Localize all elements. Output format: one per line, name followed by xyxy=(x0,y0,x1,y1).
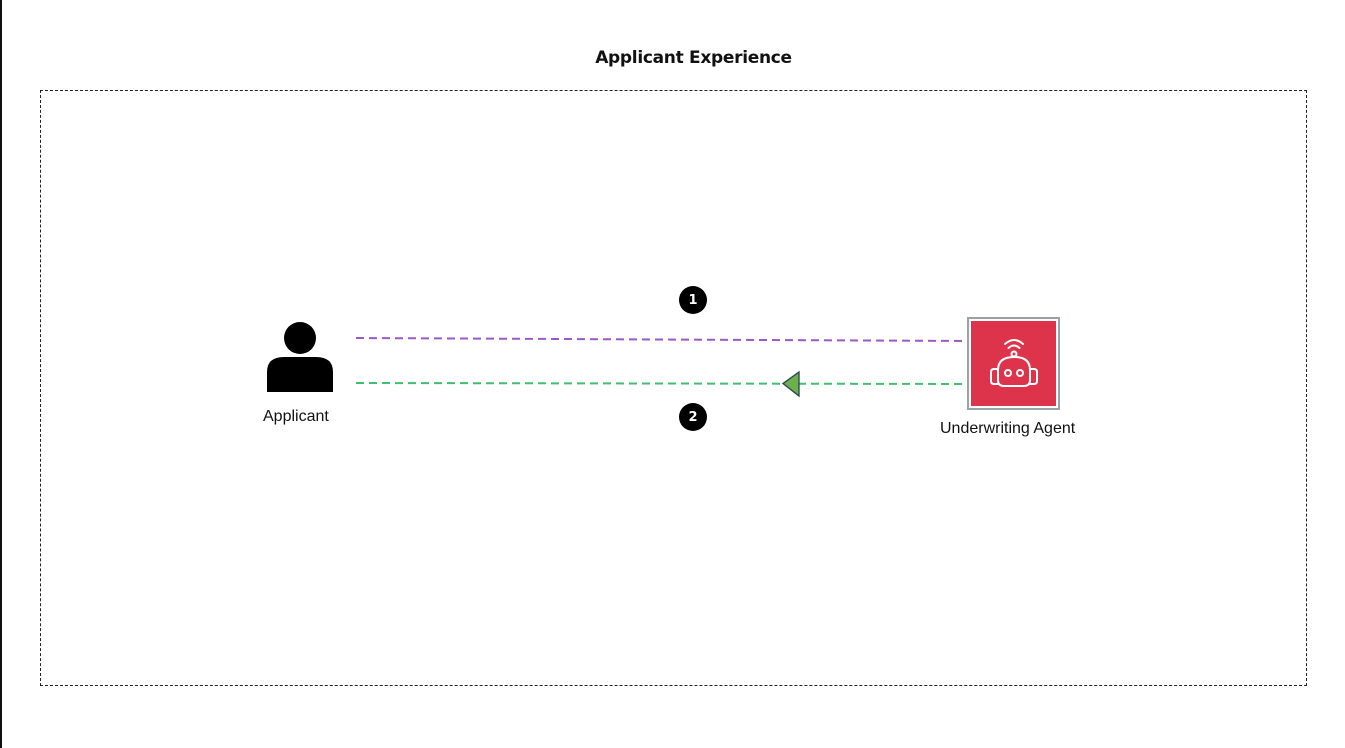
underwriting-agent-node[interactable] xyxy=(967,317,1060,410)
underwriting-agent-label: Underwriting Agent xyxy=(940,420,1076,437)
canvas-left-border xyxy=(0,0,2,748)
person-icon xyxy=(267,322,333,392)
step-2-badge: 2 xyxy=(679,403,707,431)
applicant-experience-group[interactable] xyxy=(40,90,1307,686)
applicant-node[interactable] xyxy=(262,320,338,394)
group-title: Applicant Experience xyxy=(595,48,792,68)
applicant-label: Applicant xyxy=(263,408,329,425)
robot-icon xyxy=(989,338,1038,387)
step-2-connector[interactable] xyxy=(355,382,968,385)
step-2-arrowhead xyxy=(781,370,800,398)
step-1-connector[interactable] xyxy=(355,337,968,342)
step-1-badge: 1 xyxy=(679,286,707,314)
